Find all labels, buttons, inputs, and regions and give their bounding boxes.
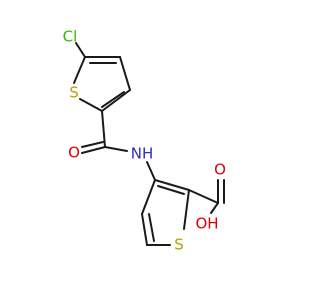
bond-camide-o-double [81,141,104,148]
atom-label-nh: NH [131,145,154,163]
molecule-canvas: Cl S O NH S O OH [62,27,226,254]
bond-c2b-ccooh [188,189,219,204]
bond-n-c3b [146,161,156,181]
bond-c2b-s [183,189,190,230]
bond-camide-n [104,146,128,152]
bond-c3b-c2b-double [157,185,185,195]
bond-s-c5 [73,56,86,84]
bond-c4b-c3b [141,179,156,215]
atom-labels: Cl S O NH S O OH [63,28,226,254]
atom-label-oh: OH [195,215,218,233]
bond-ccooh-oh [210,202,219,214]
bond-c2-camide [101,110,106,148]
bond-c4-c3 [119,56,131,91]
atom-label-cl: Cl [63,28,78,46]
bond-cl-c [75,42,86,58]
bond-c3-c2 [101,89,131,112]
bond-camide-o [81,146,106,154]
atom-label-o-amide: O [68,144,80,162]
bond-c2-s [79,98,103,112]
bond-c3-c2-double [101,91,125,108]
atom-label-o-acid: O [214,161,226,179]
atom-label-s-top: S [69,84,79,102]
bond-c3b-c2b [154,179,190,191]
bond-c5b-c4b [141,213,148,246]
molecule-structure: Cl S O NH S O OH [63,28,226,254]
bonds [73,42,225,246]
atom-label-s-bottom: S [174,236,184,254]
bond-c5b-c4b-double [148,213,155,242]
